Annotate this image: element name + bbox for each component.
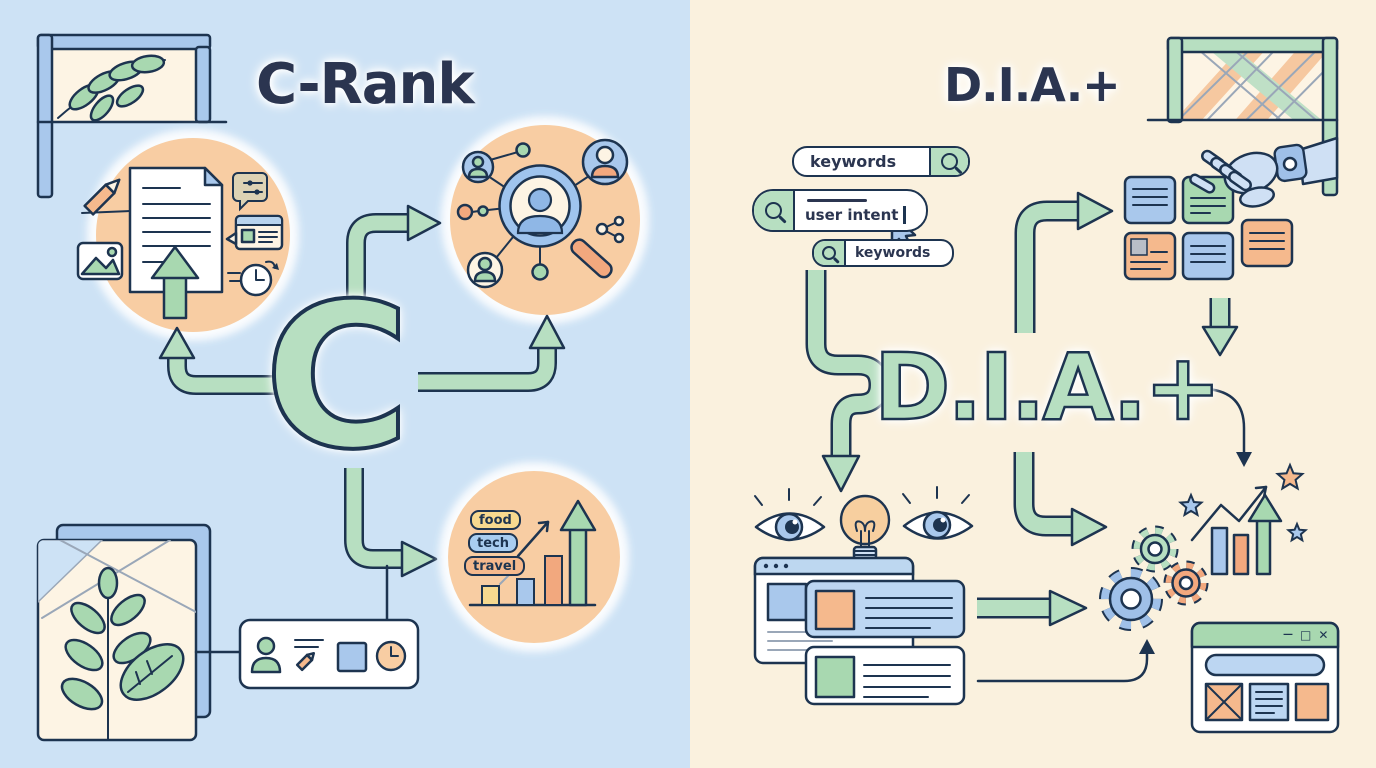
upload-arrow-icon	[150, 245, 200, 320]
picture-frame-right	[1146, 36, 1339, 197]
avatar-bottom-left	[466, 251, 504, 289]
gear-orange	[1163, 560, 1209, 606]
flow-dia-to-gears	[1013, 452, 1108, 547]
search-input[interactable]: keywords	[810, 152, 897, 171]
leaf-artwork	[57, 54, 166, 122]
arrow-documents-down	[1201, 298, 1239, 357]
topic-pill-travel: travel	[464, 556, 526, 576]
search-button[interactable]	[754, 191, 795, 230]
arrow-c-right-up	[418, 314, 566, 392]
topic-pill-food: food	[470, 510, 521, 530]
edit-lines-icon	[294, 639, 324, 672]
star-orange	[1278, 465, 1303, 489]
gear-blue	[1099, 567, 1163, 631]
network-reputation-circle	[441, 116, 649, 324]
avatar-top-left	[461, 150, 495, 184]
bar-chart-icon	[468, 555, 597, 607]
magnifier-person-icon	[498, 164, 613, 279]
thumbnail-placeholder	[336, 641, 368, 673]
search-bar-user-intent[interactable]: user intent	[752, 189, 928, 232]
avatar-top-right	[581, 138, 629, 186]
node-dot	[515, 142, 531, 158]
share-icon	[595, 215, 625, 244]
category-growth-circle	[439, 462, 629, 652]
arrow-c-left-up	[158, 326, 286, 395]
clock-icon	[227, 260, 279, 297]
doc-card-orange-1	[1123, 231, 1177, 281]
crosshatch-artwork	[1182, 52, 1323, 120]
result-browser-window	[1190, 621, 1340, 734]
search-bar-keywords-top[interactable]: keywords	[792, 146, 970, 177]
search-icon	[765, 202, 782, 219]
flow-search-to-dia	[805, 270, 890, 493]
search-input-text: user intent	[805, 205, 899, 224]
growth-arrow-icon	[516, 499, 597, 607]
doc-card-green	[1181, 175, 1235, 225]
minimize-button[interactable]: —	[1283, 629, 1293, 640]
search-input[interactable]: keywords	[855, 245, 931, 261]
document-icon	[128, 166, 224, 294]
search-input[interactable]: user intent	[795, 191, 926, 230]
creator-id-card	[238, 618, 420, 690]
node-dot	[456, 203, 474, 221]
robot-arm	[1189, 136, 1339, 208]
star-blue	[1181, 495, 1202, 515]
left-panel-title: C-Rank	[256, 52, 475, 117]
star-blue-small	[1288, 524, 1305, 540]
arrow-c-down-right	[344, 468, 438, 578]
browser-bubble-icon	[225, 214, 284, 251]
close-button[interactable]: ✕	[1318, 628, 1329, 642]
robot-hand-icon	[1189, 149, 1279, 208]
result-thumbnail-orange	[814, 589, 856, 631]
window-controls: — □ ✕	[1283, 629, 1328, 641]
result-card-white	[804, 645, 966, 706]
image-icon	[76, 241, 124, 281]
photo-cards	[36, 523, 212, 742]
star-icons	[1181, 465, 1306, 540]
arrow-plus-to-results	[1205, 387, 1252, 467]
eye-right-icon	[902, 486, 974, 540]
plant-artwork	[60, 566, 185, 740]
doc-card-blue-1	[1123, 175, 1177, 225]
node-dot	[531, 263, 549, 281]
image-box-icon	[1204, 682, 1244, 722]
arrow-card-to-gears-line	[976, 639, 1155, 683]
gear-green	[1131, 525, 1179, 573]
time-icon	[375, 640, 407, 672]
text-cursor	[903, 205, 906, 224]
result-card-blue	[804, 579, 966, 639]
right-panel-title: D.I.A.+	[944, 58, 1121, 112]
eye-left-icon	[754, 488, 826, 542]
doc-card-blue-2	[1181, 231, 1235, 281]
settings-bubble-icon	[232, 172, 268, 212]
big-dia-text: D.I.A.+	[873, 334, 1223, 441]
result-thumbnail-green	[814, 655, 856, 699]
search-icon	[941, 153, 958, 170]
content-creation-circle	[76, 129, 299, 341]
document-cards-grid	[1123, 175, 1294, 281]
search-button[interactable]	[814, 241, 846, 265]
search-button[interactable]	[929, 148, 968, 175]
text-box-icon	[1248, 682, 1290, 722]
maximize-button[interactable]: □	[1300, 628, 1312, 642]
typed-line	[807, 199, 867, 202]
search-icon	[822, 246, 836, 260]
flow-dia-to-documents	[1014, 191, 1114, 333]
mini-search-bar[interactable]	[1204, 653, 1326, 677]
arrow-cards-to-gears	[977, 589, 1088, 627]
big-letter-c: C	[262, 261, 413, 494]
gears-icon	[1099, 525, 1209, 631]
search-bar-keywords-small[interactable]: keywords	[812, 239, 954, 267]
node-dot	[477, 205, 489, 217]
topic-pill-tech: tech	[468, 533, 518, 553]
arrow-c-up-right	[346, 204, 442, 302]
serp-thumbnail	[766, 582, 808, 622]
media-box-icon	[1294, 682, 1330, 722]
pencil-icon	[81, 178, 131, 216]
growth-chart-icon	[1190, 485, 1283, 576]
doc-card-orange-2	[1240, 218, 1294, 268]
picture-frame-left	[36, 33, 228, 199]
person-icon	[250, 636, 282, 674]
